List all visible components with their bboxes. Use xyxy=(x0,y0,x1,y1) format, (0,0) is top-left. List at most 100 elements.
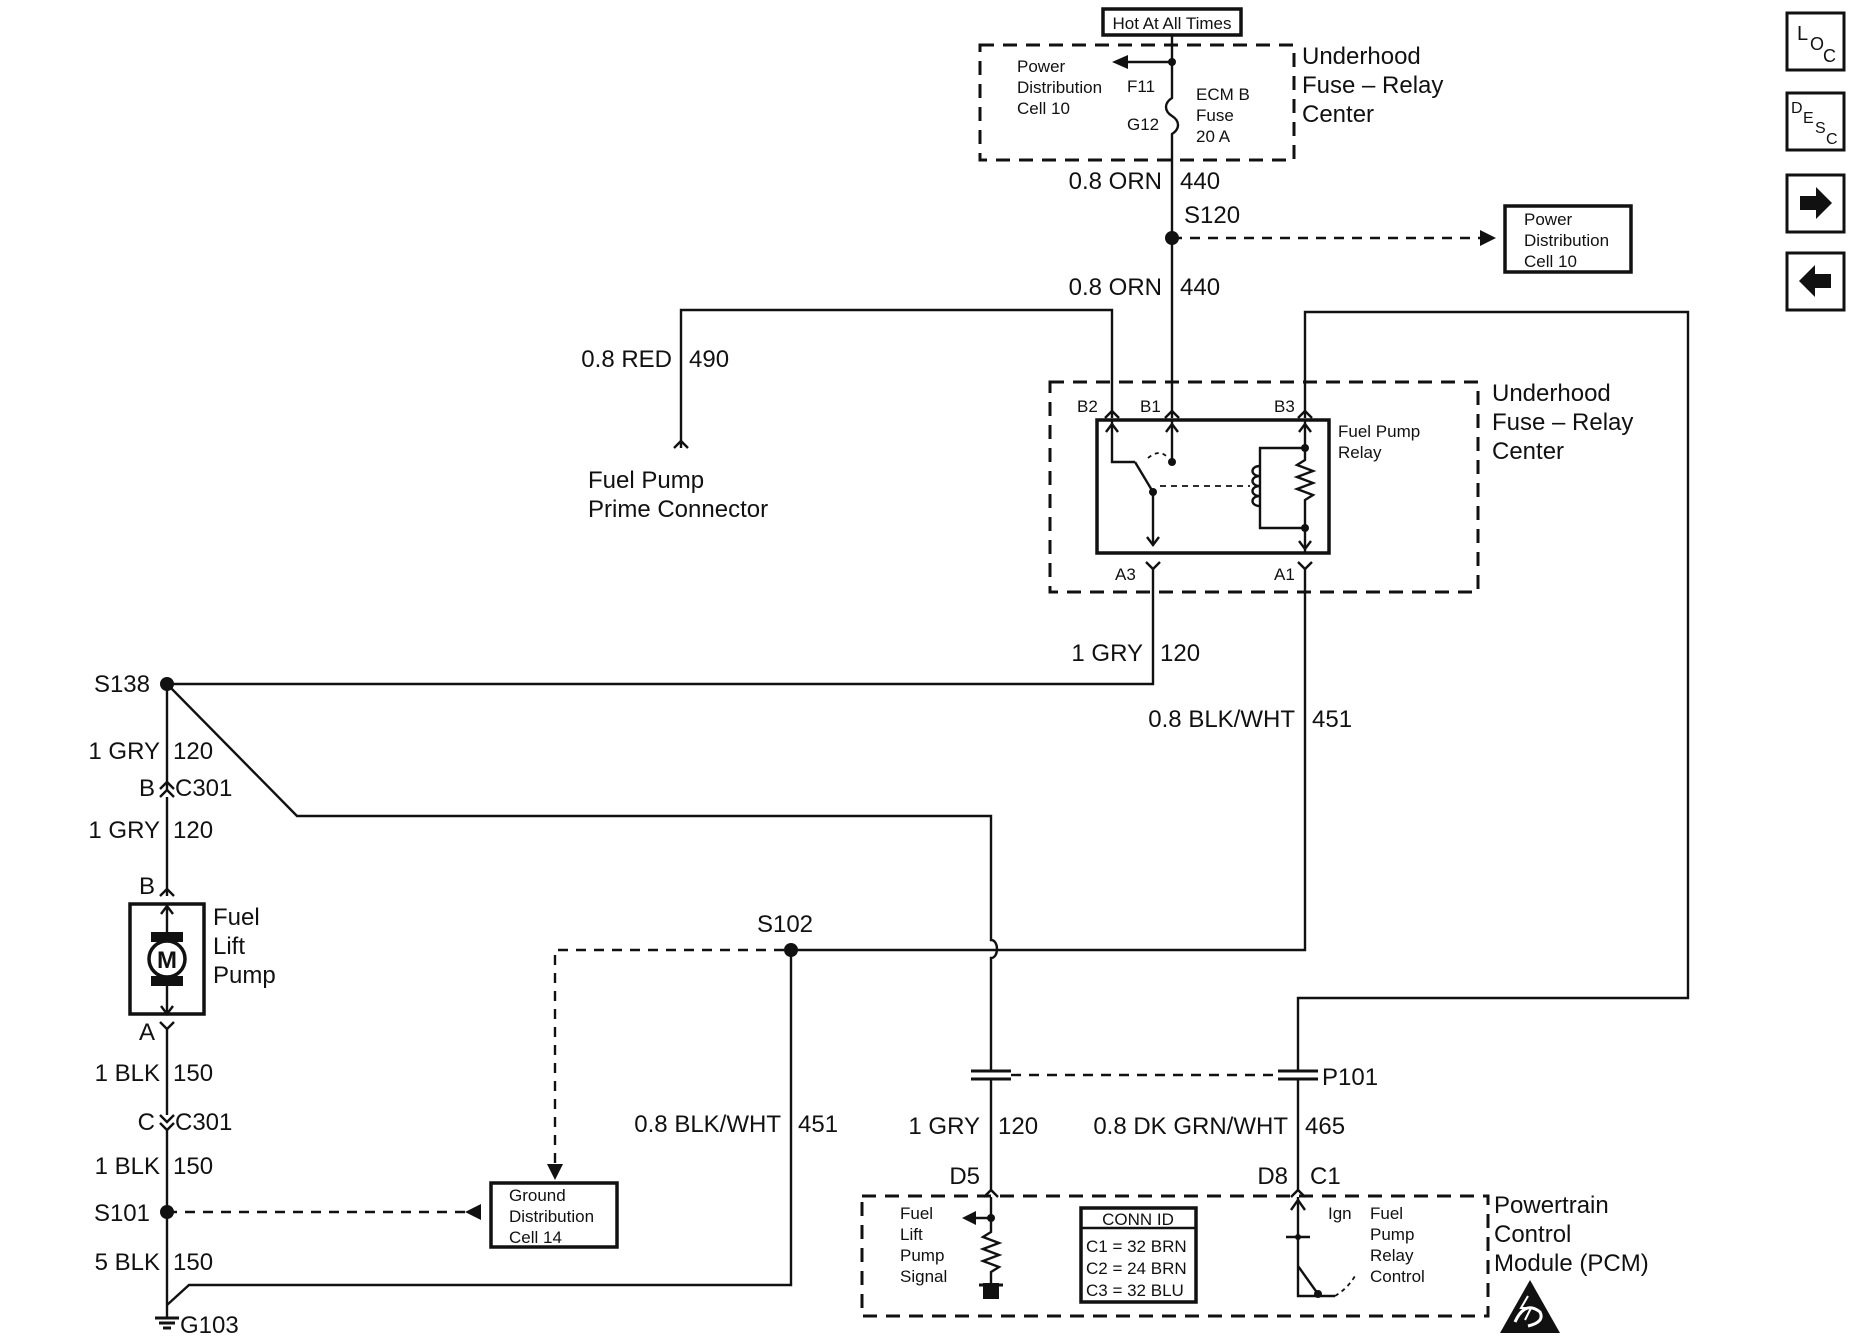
splice-s138-label: S138 xyxy=(94,671,150,698)
motor-label: M xyxy=(157,947,177,974)
svg-text:C3 = 32 BLU: C3 = 32 BLU xyxy=(1086,1281,1184,1300)
pin-d5-label: D5 xyxy=(949,1163,980,1190)
conn-id-table xyxy=(1079,1206,1198,1304)
connector-c301-b xyxy=(159,780,175,798)
wire-451b-gauge: 0.8 BLK/WHT xyxy=(634,1111,781,1138)
svg-text:Pump: Pump xyxy=(213,962,276,989)
wire-120c-circuit: 120 xyxy=(173,817,213,844)
svg-text:Underhood: Underhood xyxy=(1302,43,1421,70)
underhood-fuse-box-top xyxy=(978,43,1296,162)
underhood-fuse-center-label-relay: Underhood Fuse – Relay Center xyxy=(1492,380,1633,465)
arrow-down-icon xyxy=(547,1164,563,1180)
splice-s102-label: S102 xyxy=(757,911,813,938)
connector-p101-label: P101 xyxy=(1322,1064,1378,1091)
arrow-left-icon-ground xyxy=(465,1204,481,1220)
pin-a3-label: A3 xyxy=(1115,565,1136,584)
svg-text:Fuel: Fuel xyxy=(213,904,260,931)
svg-text:C2 = 24 BRN: C2 = 24 BRN xyxy=(1086,1259,1187,1278)
svg-text:Center: Center xyxy=(1492,438,1564,465)
svg-text:Power: Power xyxy=(1524,210,1573,229)
connector-c301-b-label: C301 xyxy=(175,775,232,802)
pin-b3-label: B3 xyxy=(1274,397,1295,416)
pin-b1-label: B1 xyxy=(1140,397,1161,416)
fuel-pump-prime-connector-label: Fuel Pump Prime Connector xyxy=(588,467,768,523)
svg-text:Center: Center xyxy=(1302,101,1374,128)
svg-text:L: L xyxy=(1797,23,1808,45)
svg-text:C: C xyxy=(1826,131,1838,148)
connector-c301-c xyxy=(159,1114,175,1132)
svg-text:Prime Connector: Prime Connector xyxy=(588,496,768,523)
wire-440b-gauge: 0.8 ORN xyxy=(1069,274,1162,301)
wire-120a-circuit: 120 xyxy=(1160,640,1200,667)
arrow-right-icon xyxy=(1480,230,1496,246)
prev-page-button[interactable] xyxy=(1785,251,1846,312)
svg-text:Powertrain: Powertrain xyxy=(1494,1192,1609,1219)
ecm-b-fuse-label: ECM B Fuse 20 A xyxy=(1196,85,1250,146)
pump-pin-a: A xyxy=(139,1019,155,1046)
svg-text:C: C xyxy=(1823,46,1836,66)
wire-150b-circuit: 150 xyxy=(173,1153,213,1180)
svg-text:Distribution: Distribution xyxy=(1017,78,1102,97)
desc-button[interactable]: D E S C xyxy=(1785,91,1846,152)
svg-text:Control: Control xyxy=(1370,1267,1425,1286)
wire-120c-gauge: 1 GRY xyxy=(88,817,160,844)
svg-text:Distribution: Distribution xyxy=(1524,231,1609,250)
wire-451b-circuit: 451 xyxy=(798,1111,838,1138)
ecm-b-fuse-symbol xyxy=(1164,62,1180,238)
wire-120d-gauge: 1 GRY xyxy=(908,1113,980,1140)
g12-label: G12 xyxy=(1127,115,1159,134)
wire-451a-circuit: 451 xyxy=(1312,706,1352,733)
svg-text:Fuel Pump: Fuel Pump xyxy=(588,467,704,494)
pcm-label: Powertrain Control Module (PCM) xyxy=(1494,1192,1649,1277)
svg-text:Control: Control xyxy=(1494,1221,1571,1248)
svg-text:Relay: Relay xyxy=(1370,1246,1414,1265)
conn-id-title: CONN ID xyxy=(1102,1210,1174,1229)
right-arrow-icon xyxy=(1800,187,1832,219)
wire-120d-circuit: 120 xyxy=(998,1113,1038,1140)
relay-switch-contacts xyxy=(1105,420,1250,547)
svg-text:Distribution: Distribution xyxy=(509,1207,594,1226)
c301-pin-c: C xyxy=(138,1109,155,1136)
pcm-relay-control-circuit xyxy=(1286,1197,1357,1298)
svg-text:Cell 14: Cell 14 xyxy=(509,1228,562,1247)
wire-440-circuit: 440 xyxy=(1180,168,1220,195)
wire-120b-gauge: 1 GRY xyxy=(88,738,160,765)
arrow-left-icon xyxy=(1112,55,1128,69)
svg-text:Pump: Pump xyxy=(1370,1225,1414,1244)
loc-button[interactable]: L O C xyxy=(1785,11,1846,72)
underhood-fuse-center-label-top: Underhood Fuse – Relay Center xyxy=(1302,43,1443,128)
pcm-signal-circuit xyxy=(962,1197,1003,1299)
esd-warning-icon xyxy=(1500,1280,1560,1333)
c301-pin-b: B xyxy=(139,775,155,802)
wire-150c-gauge: 5 BLK xyxy=(95,1249,160,1276)
svg-text:Fuel Pump: Fuel Pump xyxy=(1338,422,1420,441)
splice-s120-label: S120 xyxy=(1184,202,1240,229)
svg-text:O: O xyxy=(1810,34,1824,54)
svg-text:Cell 10: Cell 10 xyxy=(1017,99,1070,118)
connector-p101 xyxy=(971,1069,1318,1081)
svg-text:Power: Power xyxy=(1017,57,1066,76)
next-page-button[interactable] xyxy=(1785,173,1846,234)
ground-distribution-ref xyxy=(489,1181,619,1249)
svg-text:Relay: Relay xyxy=(1338,443,1382,462)
pin-b2-label: B2 xyxy=(1077,397,1098,416)
svg-text:Ground: Ground xyxy=(509,1186,566,1205)
wire-120a-gauge: 1 GRY xyxy=(1071,640,1143,667)
fuel-lift-pump-signal-label: Fuel Lift Pump Signal xyxy=(900,1204,947,1286)
wire-440b-circuit: 440 xyxy=(1180,274,1220,301)
fuel-pump-relay-label: Fuel Pump Relay xyxy=(1338,422,1420,462)
fuel-pump-relay xyxy=(1095,418,1331,555)
pin-a1-label: A1 xyxy=(1274,565,1295,584)
wire-440-gauge: 0.8 ORN xyxy=(1069,168,1162,195)
wire-490-circuit: 490 xyxy=(689,346,729,373)
svg-text:Fuse – Relay: Fuse – Relay xyxy=(1492,409,1633,436)
svg-text:Fuel: Fuel xyxy=(1370,1204,1403,1223)
splice-s101-label: S101 xyxy=(94,1200,150,1227)
svg-text:S: S xyxy=(1815,120,1826,137)
pin-c1-label: C1 xyxy=(1310,1163,1341,1190)
relay-coil xyxy=(1251,420,1317,553)
fuel-pump-relay-control-label: Fuel Pump Relay Control xyxy=(1370,1204,1425,1286)
svg-text:Cell 10: Cell 10 xyxy=(1524,252,1577,271)
svg-text:Signal: Signal xyxy=(900,1267,947,1286)
connector-c301-c-label: C301 xyxy=(175,1109,232,1136)
